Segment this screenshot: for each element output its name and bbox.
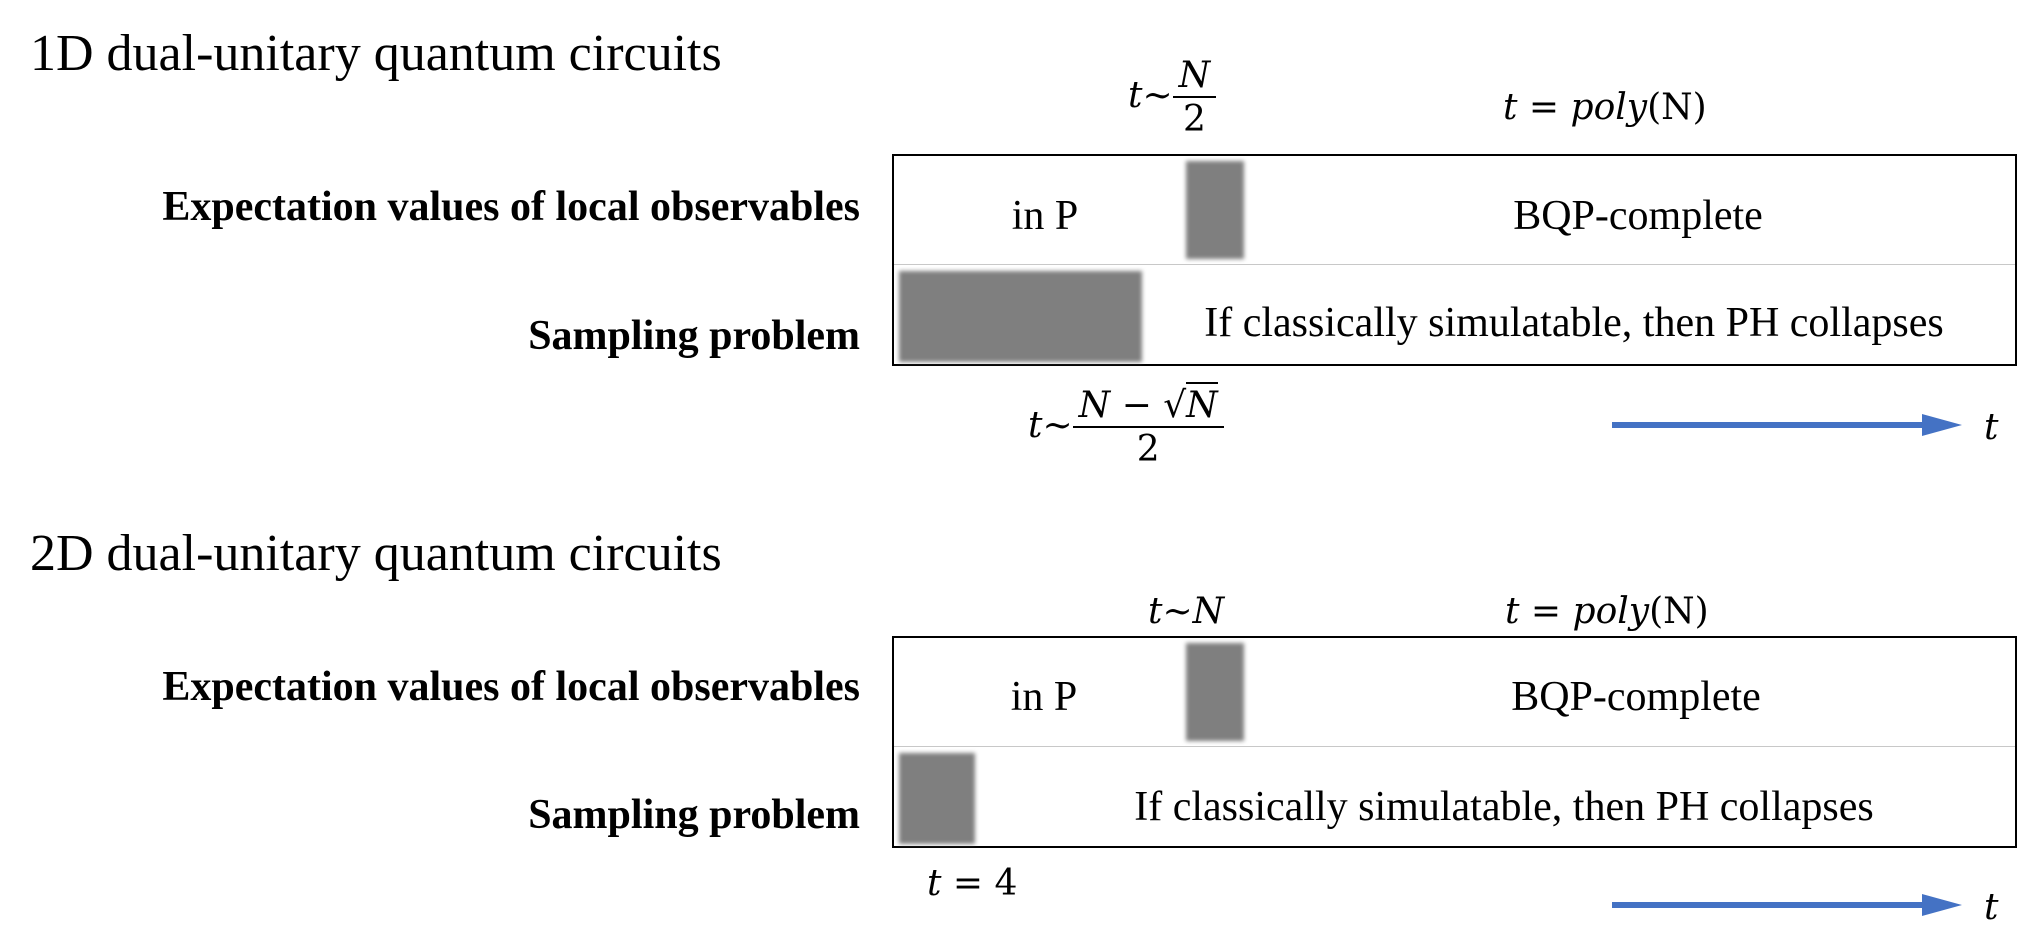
panel-2d-complexity-box: in P BQP-complete If classically simulat… [892,636,2017,848]
panel-1d-in-p-label: in P [1011,193,1079,239]
panel-2d-poly-arg: (N) [1649,591,1709,632]
panel-2d-time-axis-label: t [1984,887,1999,928]
panel-2d-row-divider [894,746,2015,747]
panel-1d-transition-block-sampling [899,271,1142,362]
panel-1d-time-arrow [1612,414,1962,436]
panel-2d-bottom-threshold-eq: = 4 [941,863,1018,904]
panel-1d-poly-arg: (N) [1647,87,1707,128]
panel-2d-poly-eq: = [1519,591,1573,632]
panel-2d-title: 2D dual-unitary quantum circuits [30,525,722,582]
panel-1d-ph-collapse-label: If classically simulatable, then PH coll… [1204,300,1944,346]
panel-2d-bottom-threshold-t: t [927,863,942,904]
panel-2d-poly-label: t = poly(N) [1505,594,1709,630]
panel-1d-bottom-threshold-lhs: t∼ [1028,405,1073,446]
panel-1d-top-threshold-lhs: t∼ [1128,75,1173,116]
panel-1d-poly-label: t = poly(N) [1503,90,1707,126]
panel-1d-bqp-label: BQP-complete [1513,193,1763,239]
panel-1d-complexity-box: in P BQP-complete If classically simulat… [892,154,2017,366]
panel-1d-bottom-threshold-numerator: N − √N [1072,382,1224,428]
panel-2d-ph-collapse-label: If classically simulatable, then PH coll… [1134,784,1874,830]
panel-2d-bqp-label: BQP-complete [1511,674,1761,720]
panel-2d-bottom-threshold-label: t = 4 [927,866,1017,902]
panel-2d-top-threshold-label: t∼N [1148,591,1225,632]
panel-2d-transition-block-sampling [899,753,975,844]
panel-2d-transition-block-expectation [1186,643,1244,741]
panel-2d-row-label-expectation: Expectation values of local observables [162,664,860,710]
panel-1d-top-threshold-denominator: 2 [1182,99,1206,140]
panel-1d-time-axis-label: t [1984,407,1999,448]
panel-1d-poly-eq: = [1517,87,1571,128]
panel-1d-row-label-sampling: Sampling problem [528,313,860,359]
panel-1d-top-threshold-numerator: N [1172,58,1217,98]
panel-2d-poly-t: t [1505,591,1520,632]
panel-2d-in-p-label: in P [1010,674,1078,720]
panel-1d-title: 1D dual-unitary quantum circuits [30,25,722,82]
panel-2d-row-label-sampling: Sampling problem [528,792,860,838]
panel-1d-bottom-threshold-denominator: 2 [1136,429,1160,470]
panel-2d-poly-body: poly [1572,591,1650,632]
panel-1d-row-divider [894,264,2015,265]
panel-1d-poly-t: t [1503,87,1518,128]
panel-1d-poly-body: poly [1570,87,1648,128]
panel-1d-transition-block-expectation [1186,161,1244,259]
panel-2d-time-arrow [1612,894,1962,916]
panel-1d-row-label-expectation: Expectation values of local observables [162,184,860,230]
